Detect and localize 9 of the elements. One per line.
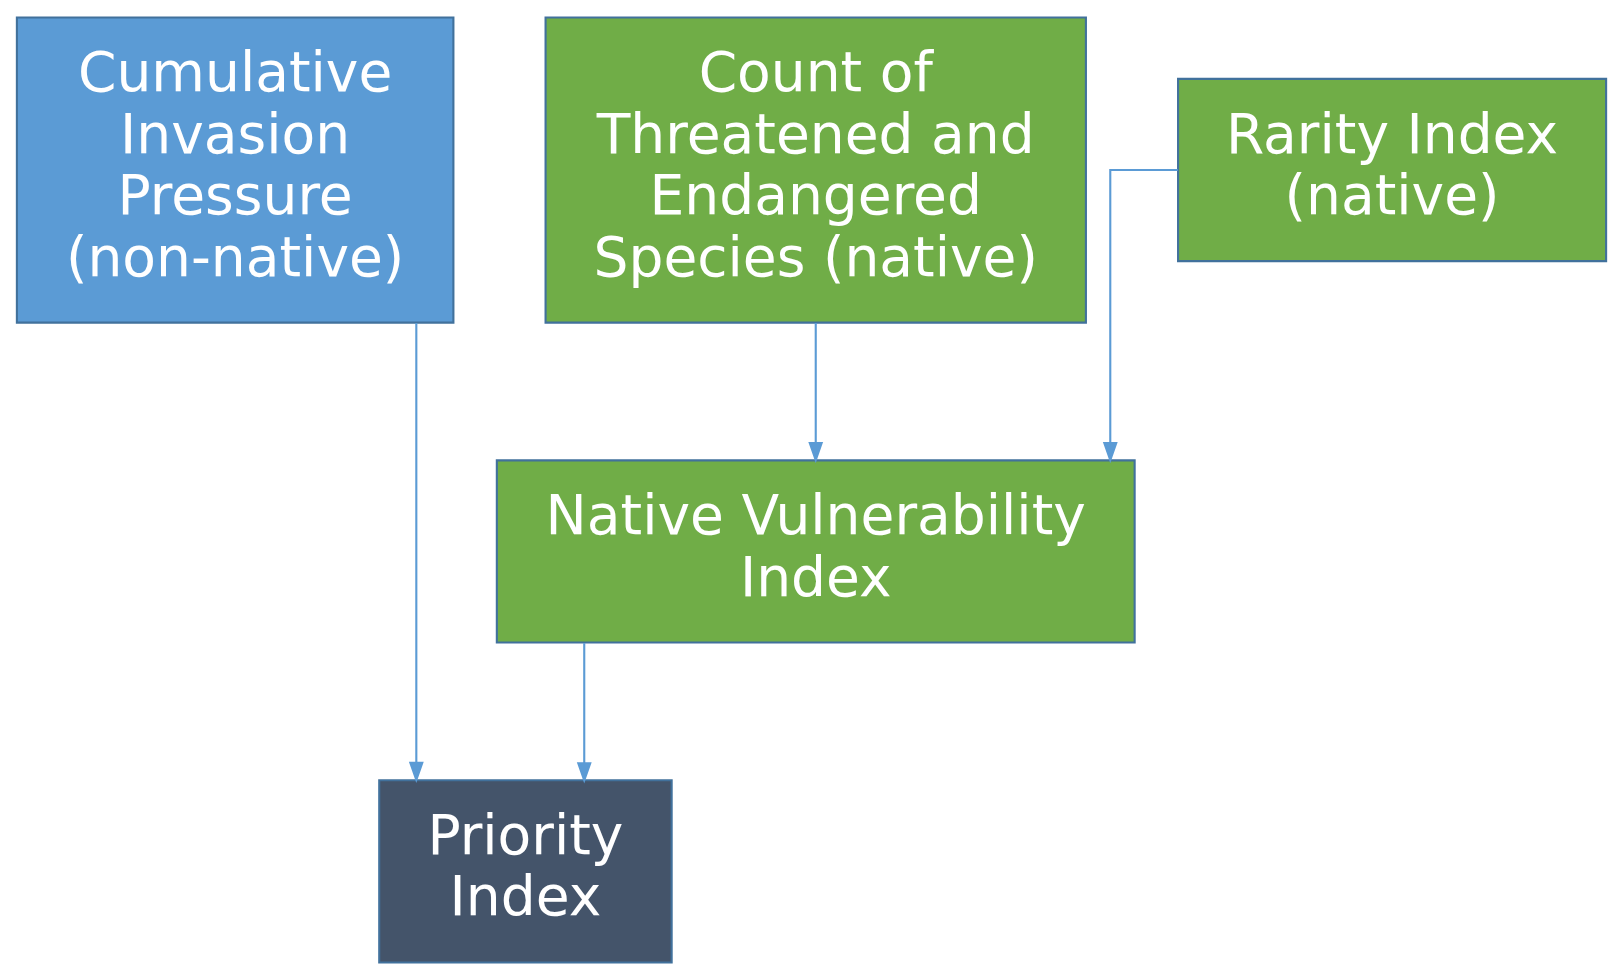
arrow (1102, 169, 1178, 464)
arrow (808, 323, 824, 464)
node-box: Rarity Index (native) (1177, 77, 1608, 263)
arrow (408, 323, 424, 784)
node-box: Native Vulnerability Index (495, 459, 1136, 644)
node-box: Count of Threatened and Endangered Species (native) (544, 16, 1087, 324)
arrow (576, 643, 592, 784)
node-box: Cumulative Invasion Pressure (non-native) (15, 16, 455, 324)
node-box: Priority Index (378, 779, 673, 964)
